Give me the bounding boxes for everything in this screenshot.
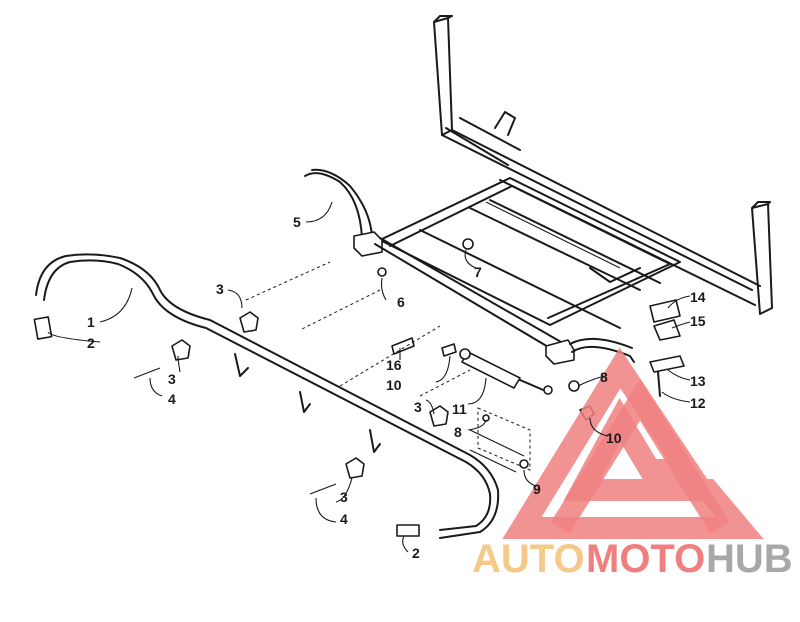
callout-10-right: 10 xyxy=(606,430,622,446)
callout-6: 6 xyxy=(397,294,405,310)
callout-1: 1 xyxy=(87,314,95,330)
watermark-hub: HUB xyxy=(706,537,793,581)
callout-labels: 1 2 3 3 4 5 6 7 16 10 11 3 8 3 4 2 9 10 … xyxy=(87,214,706,561)
callout-15: 15 xyxy=(690,313,706,329)
callout-12: 12 xyxy=(690,395,706,411)
callout-3-bottom: 3 xyxy=(340,489,348,505)
lower-rail xyxy=(33,253,500,539)
callout-13: 13 xyxy=(690,373,706,389)
callout-8-mid: 8 xyxy=(454,424,462,440)
rear-upright-frame xyxy=(433,15,773,315)
callout-3-mid: 3 xyxy=(414,399,422,415)
gas-spring xyxy=(459,348,553,395)
callout-3-top: 3 xyxy=(216,281,224,297)
watermark-auto: AUTO xyxy=(472,537,585,581)
callout-11: 11 xyxy=(452,401,467,417)
callout-7: 7 xyxy=(474,264,482,280)
callout-8-right: 8 xyxy=(600,369,608,385)
latch-assembly xyxy=(469,407,531,473)
callout-2-left: 2 xyxy=(87,335,95,351)
callout-10-mid: 10 xyxy=(386,377,402,393)
callout-4-bottom: 4 xyxy=(340,511,348,527)
callout-9: 9 xyxy=(533,481,541,497)
watermark-logo: AUTO MOTO HUB xyxy=(472,347,793,581)
watermark-moto: MOTO xyxy=(586,537,705,581)
callout-16: 16 xyxy=(386,357,402,373)
main-floor-frame xyxy=(379,177,681,329)
callout-14: 14 xyxy=(690,289,706,305)
callout-5: 5 xyxy=(293,214,301,230)
callout-2-bottom: 2 xyxy=(412,545,420,561)
handle-bar xyxy=(304,168,635,365)
callout-4-left: 4 xyxy=(168,391,176,407)
leader-lines xyxy=(47,201,691,553)
callout-3-left: 3 xyxy=(168,371,176,387)
